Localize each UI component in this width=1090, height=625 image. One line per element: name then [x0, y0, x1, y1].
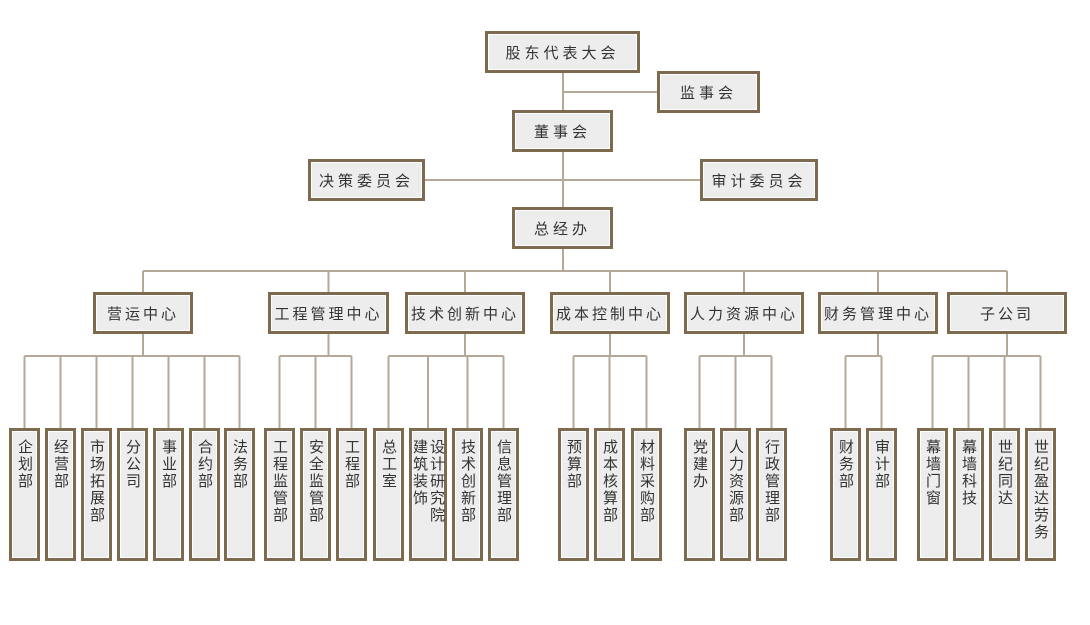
department-box: 预算部 — [558, 428, 589, 561]
department-label: 幕墙门窗 — [924, 439, 942, 507]
department-label: 总工室 — [380, 439, 398, 490]
department-box: 财务部 — [830, 428, 861, 561]
department-box: 分公司 — [117, 428, 148, 561]
department-label: 企划部 — [16, 439, 34, 490]
center-box: 成本控制中心 — [550, 292, 670, 334]
department-label: 行政管理部 — [763, 439, 781, 524]
department-box: 经营部 — [45, 428, 76, 561]
department-box: 成本核算部 — [594, 428, 625, 561]
department-label: 预算部 — [565, 439, 583, 490]
department-label: 世纪同达 — [996, 439, 1014, 507]
department-label: 建筑装饰 — [411, 439, 429, 507]
department-label: 设计研究院 — [428, 439, 446, 524]
department-box: 企划部 — [9, 428, 40, 561]
department-label: 党建办 — [691, 439, 709, 490]
department-label: 技术创新部 — [459, 439, 477, 524]
department-label: 幕墙科技 — [960, 439, 978, 507]
department-box: 材料采购部 — [631, 428, 662, 561]
department-box: 幕墙门窗 — [917, 428, 948, 561]
department-label: 世纪盈达劳务 — [1032, 439, 1050, 541]
department-box: 世纪同达 — [989, 428, 1020, 561]
department-label: 市场拓展部 — [88, 439, 106, 524]
department-label: 安全监管部 — [307, 439, 325, 524]
department-label: 成本核算部 — [601, 439, 619, 524]
department-box: 总工室 — [373, 428, 404, 561]
department-label: 信息管理部 — [495, 439, 513, 524]
department-box: 幕墙科技 — [953, 428, 984, 561]
department-box: 行政管理部 — [756, 428, 787, 561]
department-box: 建筑装饰设计研究院 — [409, 428, 447, 561]
department-label: 财务部 — [837, 439, 855, 490]
department-label: 材料采购部 — [638, 439, 656, 524]
department-box: 事业部 — [153, 428, 184, 561]
general-office-box: 总经办 — [512, 207, 613, 249]
department-box: 法务部 — [224, 428, 255, 561]
department-box: 人力资源部 — [720, 428, 751, 561]
center-box: 技术创新中心 — [405, 292, 525, 334]
department-label: 经营部 — [52, 439, 70, 490]
department-box: 工程监管部 — [264, 428, 295, 561]
department-box: 合约部 — [189, 428, 220, 561]
department-box: 市场拓展部 — [81, 428, 112, 561]
decision-committee-box: 决策委员会 — [308, 159, 425, 201]
department-label: 事业部 — [160, 439, 178, 490]
center-box: 子公司 — [947, 292, 1067, 334]
department-label: 合约部 — [196, 439, 214, 490]
department-box: 世纪盈达劳务 — [1025, 428, 1056, 561]
center-box: 人力资源中心 — [684, 292, 804, 334]
department-box: 党建办 — [684, 428, 715, 561]
department-label: 法务部 — [231, 439, 249, 490]
audit-committee-box: 审计委员会 — [700, 159, 818, 201]
department-label: 分公司 — [124, 439, 142, 490]
department-label: 审计部 — [873, 439, 891, 490]
center-box: 财务管理中心 — [818, 292, 938, 334]
department-label: 人力资源部 — [727, 439, 745, 524]
department-box: 信息管理部 — [488, 428, 519, 561]
department-label: 工程部 — [343, 439, 361, 490]
department-box: 工程部 — [336, 428, 367, 561]
board-box: 董事会 — [512, 110, 613, 152]
supervisors-box: 监事会 — [657, 71, 760, 113]
department-box: 技术创新部 — [452, 428, 483, 561]
center-box: 营运中心 — [93, 292, 193, 334]
shareholders-box: 股东代表大会 — [485, 31, 640, 73]
department-label: 工程监管部 — [271, 439, 289, 524]
department-box: 安全监管部 — [300, 428, 331, 561]
center-box: 工程管理中心 — [268, 292, 389, 334]
department-box: 审计部 — [866, 428, 897, 561]
